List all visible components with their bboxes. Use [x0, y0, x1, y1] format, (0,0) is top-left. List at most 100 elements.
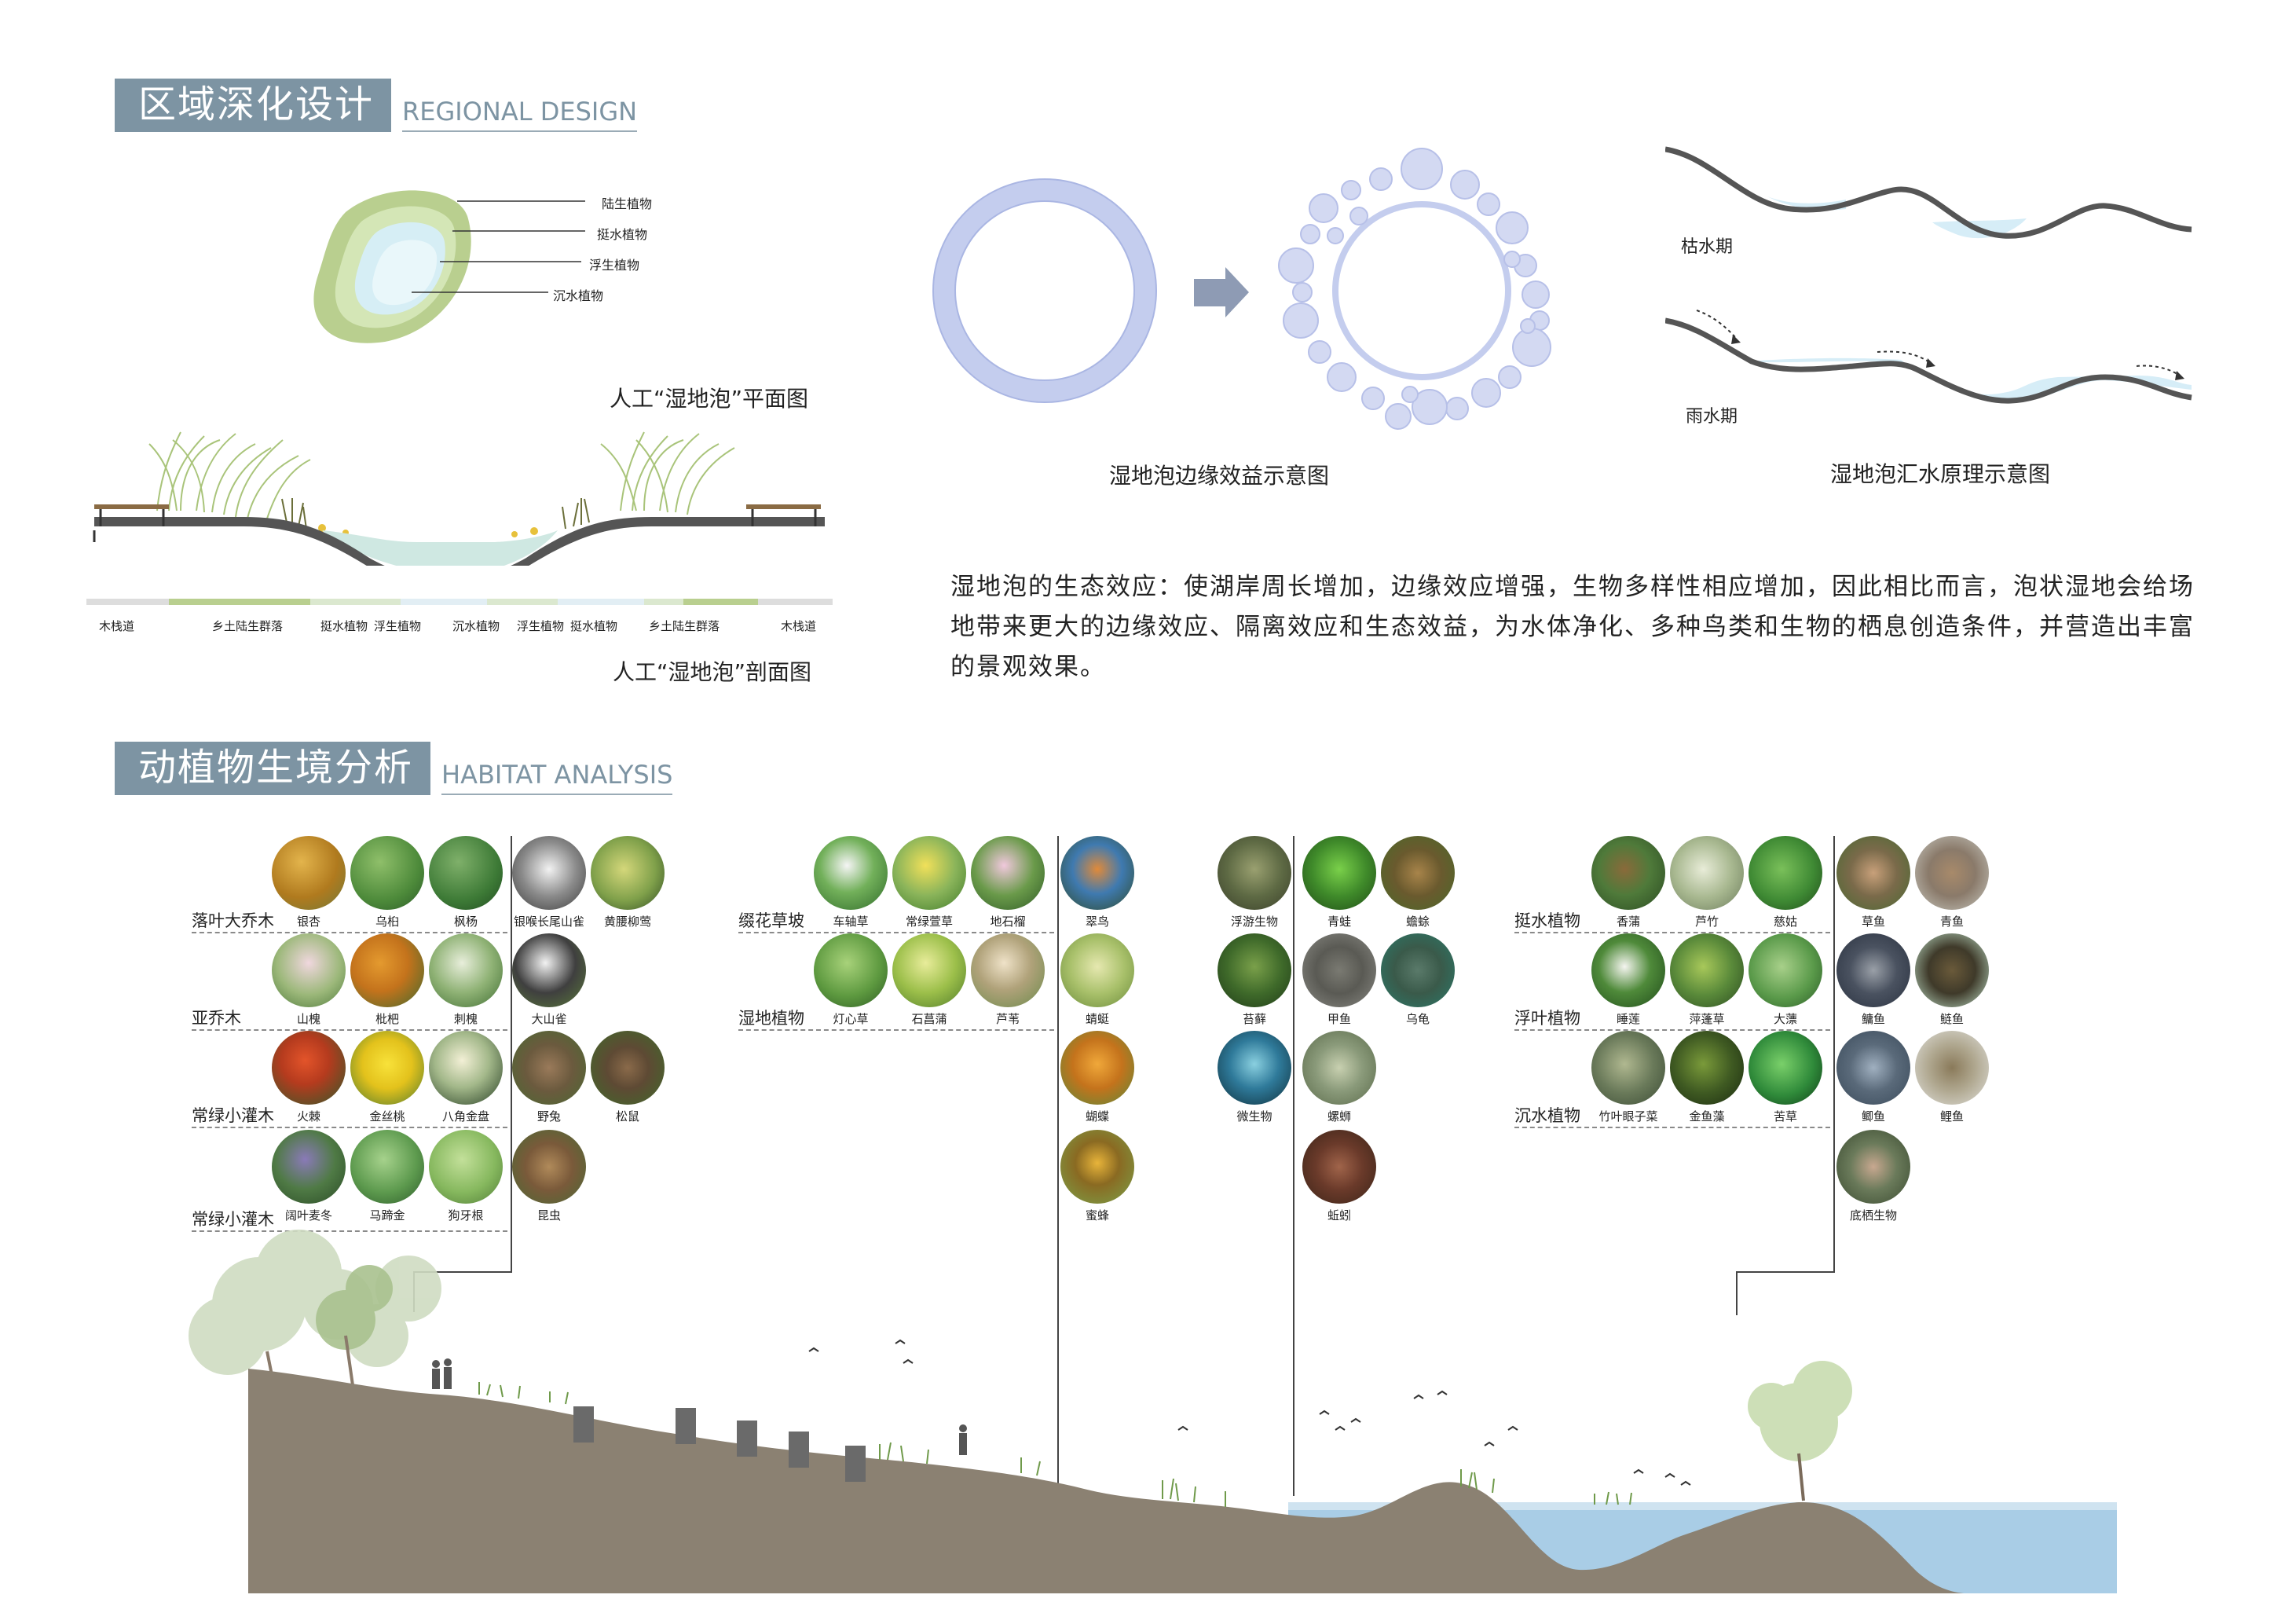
warbler-photo [591, 836, 665, 910]
zone-floating-left: 浮生植物 [374, 619, 422, 633]
plan-label-emergent-plants: 挺水植物 [597, 227, 648, 242]
rush-photo [814, 933, 888, 1007]
kingfisher-photo [1060, 836, 1134, 910]
pondweed-label: 竹叶眼子菜 [1598, 1109, 1658, 1124]
habitat-analysis-header: 动植物生境分析 HABITAT ANALYSIS [115, 742, 673, 795]
snail-photo [1302, 1031, 1376, 1105]
zone-native-right: 乡土陆生群落 [649, 619, 720, 633]
benthic-organism-photo [1836, 1130, 1910, 1204]
wingnut-label: 枫杨 [453, 915, 478, 929]
g2-row-label-1: 缀花草坡 [738, 911, 804, 930]
hornwort-label: 金鱼藻 [1689, 1109, 1725, 1124]
toad-label: 蟾蜍 [1405, 915, 1430, 929]
hypericum-label: 金丝桃 [369, 1109, 405, 1124]
softshell-turtle-photo [1302, 933, 1376, 1007]
wingnut-photo [429, 836, 503, 910]
zone-emergent-right: 挺水植物 [570, 619, 618, 633]
common-carp-label: 鲤鱼 [1939, 1109, 1964, 1124]
rainy-season-label: 雨水期 [1686, 407, 1738, 427]
earthworm-photo [1302, 1130, 1376, 1204]
albizia-label: 山槐 [296, 1012, 320, 1026]
frog-photo [1302, 836, 1376, 910]
locust-photo [429, 933, 503, 1007]
zone-native-left: 乡土陆生群落 [212, 619, 284, 633]
moss-label: 苔藓 [1242, 1012, 1266, 1026]
section-caption: 人工“湿地泡”剖面图 [613, 659, 812, 685]
squirrel-label: 松鼠 [615, 1109, 639, 1124]
locust-label: 刺槐 [453, 1012, 478, 1026]
wetland-plan-diagram [313, 190, 585, 343]
reed-photo [971, 933, 1045, 1007]
firethorn-label: 火棘 [296, 1109, 320, 1124]
silver-carp-photo [1915, 933, 1989, 1007]
g1-row-label-1: 落叶大乔木 [192, 911, 274, 930]
ficus-tikoua-label: 地石榴 [990, 915, 1026, 929]
dichondra-label: 马蹄金 [369, 1208, 405, 1223]
water-lettuce-photo [1749, 933, 1822, 1007]
clover-label: 车轴草 [833, 915, 869, 929]
water-lily-photo [1591, 933, 1665, 1007]
hare-photo [512, 1031, 586, 1105]
daylily-label: 常绿萱草 [905, 915, 953, 929]
rush-label: 灯心草 [833, 1012, 869, 1026]
edge-effect-caption: 湿地泡边缘效益示意图 [1109, 463, 1330, 489]
loquat-label: 枇杷 [375, 1012, 399, 1026]
dry-season-label: 枯水期 [1681, 237, 1734, 257]
bermuda-grass-label: 狗牙根 [448, 1208, 484, 1223]
silver-carp-label: 鲢鱼 [1939, 1012, 1964, 1026]
eelgrass-photo [1749, 1031, 1822, 1105]
crucian-carp-photo [1836, 1031, 1910, 1105]
dichondra-photo [350, 1130, 424, 1204]
tortoise-label: 乌龟 [1405, 1012, 1430, 1026]
giant-reed-photo [1670, 836, 1744, 910]
ecological-effect-paragraph: 湿地泡的生态效应：使湖岸周长增加，边缘效应增强，生物多样性相应增加，因此相比而言… [950, 573, 2195, 681]
reed-label: 芦苇 [995, 1012, 1020, 1026]
warbler-label: 黄腰柳莺 [603, 915, 651, 929]
zone-boardwalk-right: 木栈道 [781, 619, 817, 633]
ginkgo-label: 银杏 [296, 915, 320, 929]
dragonfly-label: 蜻蜓 [1085, 1012, 1109, 1026]
sweet-flag-label: 石菖蒲 [911, 1012, 947, 1026]
zone-submerged: 沉水植物 [452, 619, 500, 633]
bighead-carp-label: 鳙鱼 [1861, 1012, 1885, 1026]
habitat-title-cn: 动植物生境分析 [115, 742, 431, 795]
water-lily-label: 睡莲 [1616, 1012, 1640, 1026]
benthic-organism-label: 底栖生物 [1849, 1208, 1897, 1223]
plan-label-submerged-plants: 沉水植物 [553, 288, 604, 303]
water-lettuce-label: 大薸 [1773, 1012, 1797, 1026]
hare-label: 野兔 [536, 1109, 561, 1124]
cattail-photo [1591, 836, 1665, 910]
plankton-label: 浮游生物 [1230, 915, 1278, 929]
ginkgo-photo [272, 836, 346, 910]
bee-label: 蜜蜂 [1085, 1208, 1109, 1223]
spatterdock-label: 萍蓬草 [1689, 1012, 1725, 1026]
firethorn-photo [272, 1031, 346, 1105]
bermuda-grass-photo [429, 1130, 503, 1204]
butterfly-label: 蝴蝶 [1085, 1109, 1109, 1124]
clover-photo [814, 836, 888, 910]
insect-label: 昆虫 [536, 1208, 561, 1223]
bighead-carp-photo [1836, 933, 1910, 1007]
spatterdock-photo [1670, 933, 1744, 1007]
plan-label-land-plants: 陆生植物 [602, 196, 653, 211]
sweet-flag-photo [892, 933, 966, 1007]
zone-emergent-left: 挺水植物 [320, 619, 368, 633]
g4-row-label-1: 挺水植物 [1514, 911, 1580, 930]
fatsia-photo [429, 1031, 503, 1105]
giant-reed-label: 芦竹 [1694, 915, 1719, 929]
grass-carp-label: 草鱼 [1861, 915, 1885, 929]
insect-photo [512, 1130, 586, 1204]
tallow-tree-label: 乌桕 [375, 915, 399, 929]
butterfly-photo [1060, 1031, 1134, 1105]
albizia-photo [272, 933, 346, 1007]
arrowhead-photo [1749, 836, 1822, 910]
water-collection-caption: 湿地泡汇水原理示意图 [1830, 461, 2051, 487]
plankton-photo [1218, 836, 1291, 910]
loquat-photo [350, 933, 424, 1007]
microorganism-photo [1218, 1031, 1291, 1105]
regional-title-cn: 区域深化设计 [115, 79, 392, 132]
daylily-photo [892, 836, 966, 910]
wetland-section-diagram [93, 431, 825, 566]
g1-row-label-4: 常绿小灌木 [192, 1210, 274, 1229]
softshell-turtle-label: 甲鱼 [1327, 1012, 1351, 1026]
